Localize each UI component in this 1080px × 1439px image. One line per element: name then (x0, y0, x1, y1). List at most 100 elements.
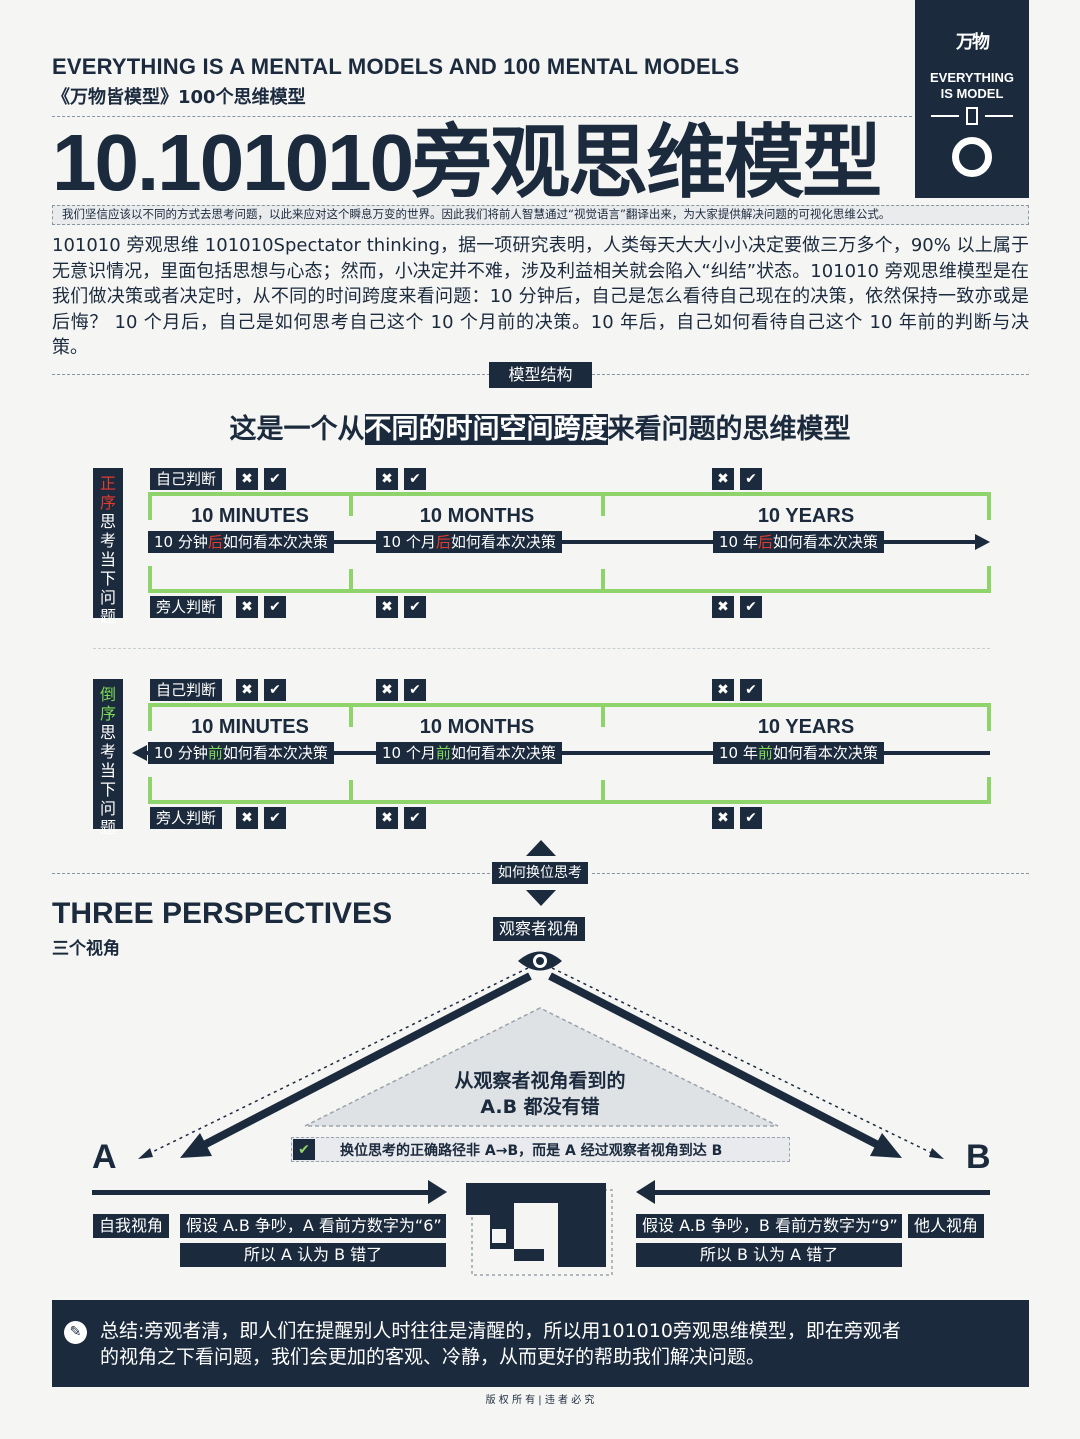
dotted-ray-b-head-icon (929, 1148, 944, 1159)
reverse-arrow-line (146, 751, 990, 755)
forward-other-x-3: ✖ (712, 596, 734, 618)
en-title: EVERYTHING IS A MENTAL MODELS AND 100 ME… (52, 54, 740, 79)
summary-line-1: 总结:旁观者清，即人们在提醒别人时往往是清醒的，所以用101010旁观思维模型，… (100, 1320, 901, 1342)
observer-to-b-arrow (548, 972, 884, 1151)
reverse-label-2-mid: 前 (435, 744, 451, 762)
forward-label-1-post: 如何看本次决策 (222, 533, 328, 551)
forward-label-2-post: 如何看本次决策 (450, 533, 556, 551)
reverse-self-x-1: ✖ (236, 679, 258, 701)
reverse-top-tick-1 (349, 703, 353, 727)
reverse-label-1-mid: 前 (207, 744, 223, 762)
forward-arrow-line (148, 540, 978, 544)
reverse-self-judge: 自己判断 (150, 679, 223, 701)
forward-other-x-1: ✖ (236, 596, 258, 618)
logo-block: 万物 EVERYTHING IS MODEL (915, 0, 1029, 198)
observer-to-b-head-icon (870, 1133, 902, 1158)
reverse-bottom-bracket (148, 777, 991, 804)
observer-triangle (304, 1007, 779, 1127)
reverse-self-check-1: ✔ (264, 679, 286, 701)
motto-bar (52, 205, 1029, 225)
forward-self-check-3: ✔ (740, 468, 762, 490)
reverse-side-rest: 思考当下问题 (99, 723, 116, 837)
reverse-other-x-3: ✖ (712, 807, 734, 829)
timeline-divider (93, 648, 990, 649)
reverse-self-check-3: ✔ (740, 679, 762, 701)
reverse-period-years: 10 YEARS (757, 716, 855, 738)
observer-text-2: A.B 都没有错 (480, 1096, 600, 1118)
structure-heading-highlight: 不同的时间空间跨度 (364, 414, 608, 445)
reverse-period-months: 10 MONTHS (419, 716, 535, 738)
reverse-label-3-mid: 前 (757, 744, 773, 762)
perspectives-divider-right (592, 873, 1029, 874)
switch-down-arrow-icon (526, 890, 556, 906)
reverse-side-red: 倒序 (99, 685, 116, 723)
a-result-badge: 所以 A 认为 B 错了 (180, 1243, 446, 1267)
forward-top-tick-1 (349, 492, 353, 516)
forward-self-x-3: ✖ (712, 468, 734, 490)
logo-text-1: EVERYTHING (929, 70, 1015, 85)
b-result-badge: 所以 B 认为 A 错了 (636, 1243, 902, 1267)
forward-label-3: 10 年后如何看本次决策 (713, 531, 884, 553)
logo-divider-mark (966, 107, 978, 125)
forward-bottom-tick-2 (601, 569, 605, 593)
logo-divider-left (931, 115, 959, 117)
main-title: 10.101010旁观思维模型 (52, 118, 882, 207)
copyright-footer: 版 权 所 有 | 违 者 必 究 (485, 1395, 595, 1406)
forward-self-check-1: ✔ (264, 468, 286, 490)
forward-label-2: 10 个月后如何看本次决策 (376, 531, 562, 553)
forward-other-check-2: ✔ (404, 596, 426, 618)
correct-path-text: 换位思考的正确路径非 A→B，而是 A 经过观察者视角到达 B (340, 1143, 723, 1159)
reverse-bottom-tick-2 (601, 780, 605, 804)
cn-subtitle: 《万物皆模型》100个思维模型 (52, 87, 306, 108)
forward-label-3-pre: 10 年 (719, 533, 758, 551)
reverse-label-2-post: 如何看本次决策 (450, 744, 556, 762)
structure-divider-left (52, 374, 490, 375)
reverse-self-x-2: ✖ (376, 679, 398, 701)
a-forward-arrow-head-icon (428, 1180, 447, 1204)
motto-text: 我们坚信应该以不同的方式去思考问题，以此来应对这个瞬息万变的世界。因此我们将前人… (62, 207, 891, 221)
forward-self-judge: 自己判断 (150, 468, 223, 490)
reverse-top-tick-2 (601, 703, 605, 727)
observer-to-a-head-icon (180, 1133, 212, 1158)
forward-other-check-1: ✔ (264, 596, 286, 618)
forward-side-red: 正序 (99, 474, 116, 512)
point-b: B (966, 1138, 991, 1176)
reverse-label-2: 10 个月前如何看本次决策 (376, 742, 562, 764)
forward-side-label: 正序 思考当下问题 (93, 468, 123, 626)
logo-text-2: IS MODEL (940, 86, 1004, 101)
forward-other-judge: 旁人判断 (150, 596, 223, 618)
forward-bottom-bracket (148, 566, 991, 593)
a-assume-badge: 假设 A.B 争吵，A 看前方数字为“6” (180, 1214, 446, 1238)
reverse-label-1-pre: 10 分钟 (154, 744, 208, 762)
switch-up-arrow-icon (526, 840, 556, 856)
correct-path-check-icon: ✔ (293, 1139, 315, 1160)
reverse-period-minutes: 10 MINUTES (191, 716, 309, 738)
reverse-label-3-post: 如何看本次决策 (772, 744, 878, 762)
point-a: A (92, 1138, 117, 1176)
observer-to-a-arrow (198, 972, 532, 1151)
forward-period-minutes: 10 MINUTES (191, 505, 309, 527)
dotted-ray-a (139, 967, 529, 1159)
reverse-other-check-3: ✔ (740, 807, 762, 829)
reverse-top-bracket (148, 703, 991, 731)
forward-label-3-mid: 后 (757, 533, 773, 551)
forward-period-years: 10 YEARS (757, 505, 855, 527)
forward-label-1-mid: 后 (207, 533, 223, 551)
reverse-label-2-pre: 10 个月 (382, 744, 436, 762)
forward-top-tick-2 (601, 492, 605, 516)
reverse-other-check-1: ✔ (264, 807, 286, 829)
perspectives-diagram (92, 951, 990, 1276)
b-forward-arrow-head-icon (636, 1180, 655, 1204)
forward-label-1: 10 分钟后如何看本次决策 (148, 531, 334, 553)
reverse-bottom-tick-1 (349, 780, 353, 804)
other-view-badge: 他人视角 (908, 1214, 985, 1238)
reverse-label-1: 10 分钟前如何看本次决策 (148, 742, 334, 764)
forward-self-check-2: ✔ (404, 468, 426, 490)
forward-top-bracket (148, 492, 991, 520)
observer-badge: 观察者视角 (493, 917, 586, 941)
observer-text-1: 从观察者视角看到的 (454, 1070, 626, 1092)
forward-other-x-2: ✖ (376, 596, 398, 618)
forward-label-2-pre: 10 个月 (382, 533, 436, 551)
note-icon: ✎ (64, 1321, 87, 1344)
b-forward-arrow (652, 1190, 990, 1195)
